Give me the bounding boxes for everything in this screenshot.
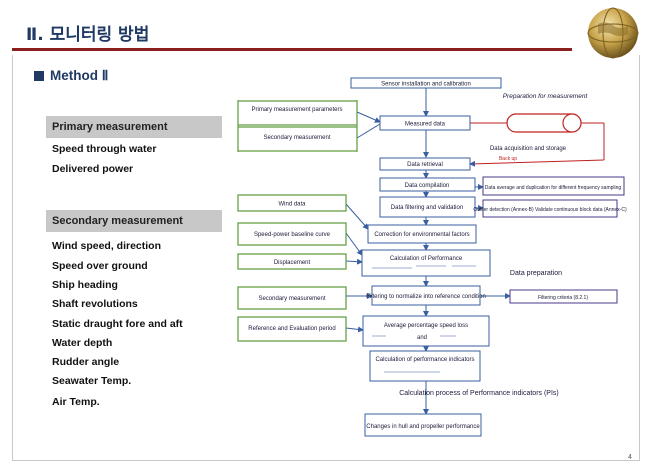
flow-calc-indicators: Calculation of performance indicators — [375, 357, 474, 363]
flow-acq-storage: Data acquisition and storage — [490, 146, 567, 152]
flow-caption: Calculation process of Performance indic… — [399, 390, 559, 397]
title-underline — [12, 48, 572, 51]
flow-prep: Preparation for measurement — [503, 93, 589, 100]
flow-secondary-data: Secondary measurement — [258, 296, 325, 302]
flow-criteria: Filtering criteria (8.2.1) — [538, 295, 588, 301]
primary-heading: Primary measurement — [46, 116, 222, 138]
flow-speed-power: Speed-power baseline curve — [254, 232, 331, 238]
flow-changes: Changes in hull and propeller performanc… — [366, 424, 480, 430]
secondary-heading: Secondary measurement — [46, 210, 222, 232]
flow-filtering: Data filtering and validation — [391, 205, 463, 211]
secondary-item: Rudder angle — [52, 356, 120, 368]
primary-item: Delivered power — [52, 163, 134, 175]
flow-avg-dup: Data average and duplication for differe… — [485, 185, 622, 191]
secondary-item: Wind speed, direction — [52, 240, 161, 252]
secondary-item: Static draught fore and aft — [52, 318, 183, 330]
flow-ref-eval: Reference and Evaluation period — [248, 326, 335, 332]
flow-avg-loss: Average percentage speed loss — [384, 323, 468, 329]
flow-primary-params: Primary measurement parameters — [251, 107, 342, 113]
secondary-item: Ship heading — [52, 279, 118, 291]
flow-wind-data: Wind data — [278, 202, 306, 208]
flow-data-prep: Data preparation — [510, 270, 562, 277]
flow-calc-perf: Calculation of Performance — [390, 256, 463, 262]
flow-outlier: Outlier detection (Annex-B) Validate con… — [473, 207, 627, 213]
flow-displacement: Displacement — [274, 260, 311, 266]
secondary-item: Seawater Temp. — [52, 375, 132, 387]
flow-normalize: Filtering to normalize into reference co… — [366, 294, 486, 300]
page-number: 4 — [628, 454, 632, 461]
flow-secondary-meas: Secondary measurement — [263, 135, 330, 141]
bullet-square-icon — [34, 71, 44, 81]
flow-measured-data: Measured data — [405, 122, 446, 128]
method-heading: Method Ⅱ — [34, 68, 108, 84]
globe-logo-icon — [587, 7, 639, 59]
flow-sensor: Sensor installation and calibration — [381, 82, 471, 88]
flow-and: and — [417, 335, 427, 341]
slide-title: Ⅱ. 모니터링 방법 — [26, 25, 150, 45]
content-frame — [12, 55, 640, 461]
primary-item: Speed through water — [52, 143, 157, 155]
method-label: Method Ⅱ — [50, 68, 109, 83]
secondary-item: Speed over ground — [52, 260, 148, 272]
secondary-item: Shaft revolutions — [52, 298, 138, 310]
flow-back-up: Back up — [499, 156, 517, 162]
flow-correction: Correction for environmental factors — [374, 232, 469, 238]
secondary-item: Water depth — [52, 337, 113, 349]
flow-compilation: Data compilation — [405, 183, 450, 189]
flow-retrieval: Data retrieval — [407, 162, 443, 168]
secondary-item: Air Temp. — [52, 396, 100, 408]
